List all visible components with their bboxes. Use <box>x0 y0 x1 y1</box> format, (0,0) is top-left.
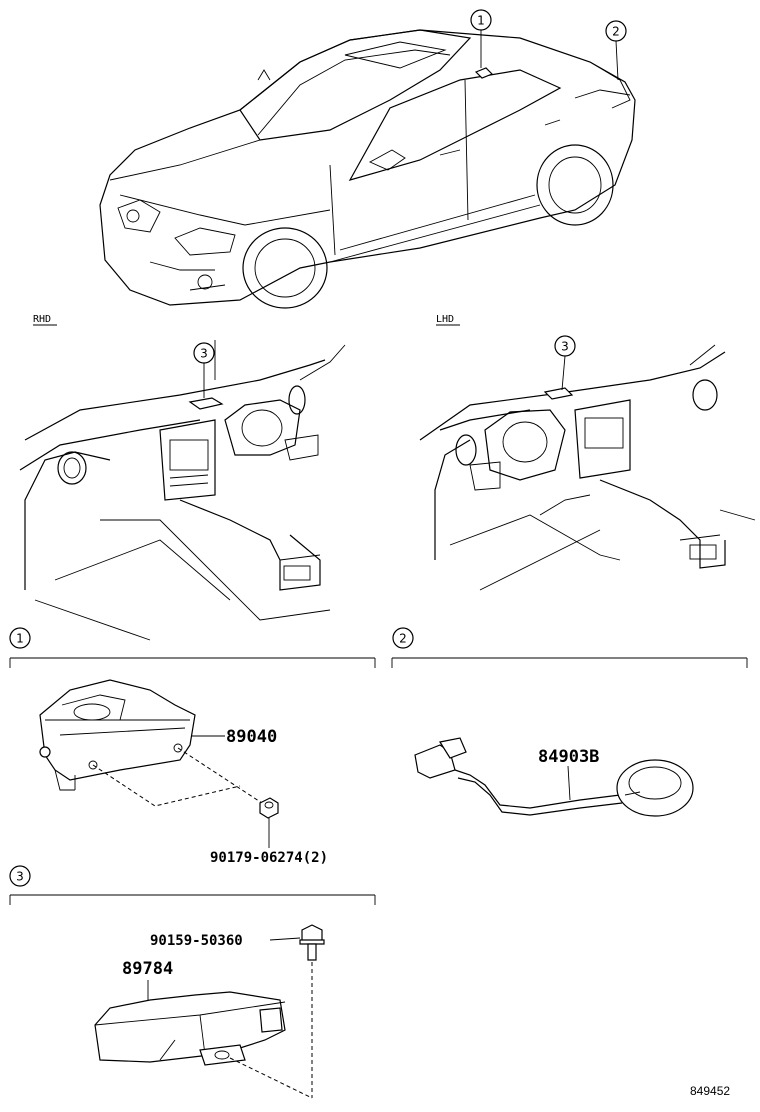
section-2: 2 <box>391 627 748 668</box>
bolt-90159-illustration <box>299 924 325 961</box>
callout-3-lhd: 3 <box>554 335 576 391</box>
part-84903b-illustration <box>414 737 694 817</box>
section-2-marker: 2 <box>399 632 407 646</box>
part-89784-illustration <box>94 991 286 1066</box>
dash-lines-89040 <box>92 747 266 807</box>
callout-3-lhd-label: 3 <box>561 340 569 354</box>
part-number-90159: 90159-50360 <box>150 933 243 949</box>
rhd-label: RHD <box>33 314 51 325</box>
section-1-marker: 1 <box>16 632 24 646</box>
part-number-89784: 89784 <box>122 959 173 979</box>
callout-3-rhd: 3 <box>193 342 215 398</box>
part-number-89040: 89040 <box>226 727 277 747</box>
rhd-dashboard-illustration <box>19 340 346 641</box>
leader-84903b <box>567 765 571 801</box>
section-3-marker: 3 <box>16 870 24 884</box>
part-number-90179: 90179-06274(2) <box>210 850 328 866</box>
lhd-dashboard-illustration <box>419 344 756 591</box>
section-3: 3 <box>9 865 376 905</box>
callout-2-label: 2 <box>612 25 620 39</box>
bracket-dash <box>229 1057 313 1099</box>
callout-2-car: 2 <box>605 20 627 81</box>
callout-1-car: 1 <box>470 9 492 68</box>
callout-3-rhd-label: 3 <box>200 347 208 361</box>
diagram-reference-number: 849452 <box>690 1084 730 1098</box>
part-number-84903b: 84903B <box>538 747 599 767</box>
car-illustration <box>99 29 636 309</box>
callout-1-label: 1 <box>477 14 485 28</box>
section-1: 1 <box>9 627 376 668</box>
lhd-label: LHD <box>436 314 454 325</box>
leader-90159 <box>269 937 301 941</box>
part-89040-illustration <box>39 679 196 791</box>
nut-90179-illustration <box>259 797 279 819</box>
